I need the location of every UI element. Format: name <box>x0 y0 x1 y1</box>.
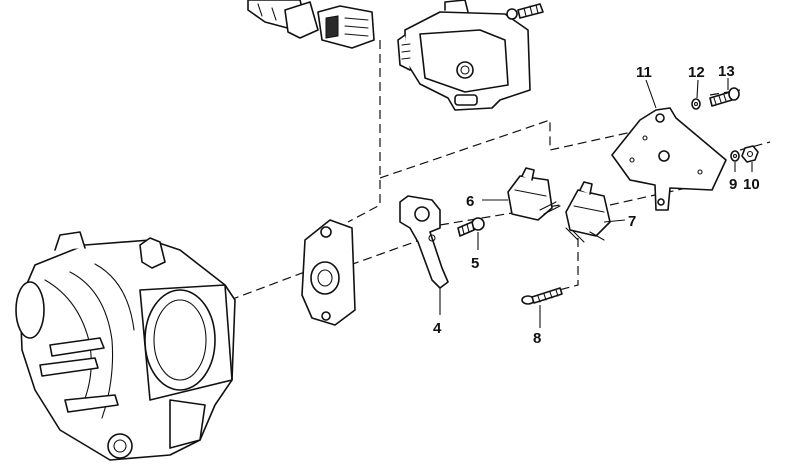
sensor-screw <box>506 3 544 20</box>
screw-part-8 <box>521 287 563 305</box>
callout-11: 11 <box>636 64 652 81</box>
nut-part-10 <box>741 145 759 163</box>
callout-7: 7 <box>628 213 636 230</box>
callout-4: 4 <box>433 320 442 337</box>
callout-6: 6 <box>466 193 474 210</box>
callout-8: 8 <box>533 330 541 347</box>
callout-13: 13 <box>718 63 735 80</box>
throttle-position-sensor <box>397 0 531 111</box>
micro-switch-part-6 <box>507 167 561 221</box>
callout-9: 9 <box>729 176 737 193</box>
leader-lines <box>439 78 753 328</box>
screw-part-13 <box>709 87 740 107</box>
micro-switch-part-7 <box>565 181 611 243</box>
connector-plug <box>247 0 375 49</box>
sensor-mounting-flange <box>301 219 356 326</box>
screw-part-5 <box>457 217 485 237</box>
callout-10: 10 <box>743 176 760 193</box>
throttle-body <box>15 231 236 461</box>
bracket-part-4 <box>399 195 449 289</box>
callout-labels: 4 5 6 7 8 9 10 11 12 13 <box>433 63 760 347</box>
washer-part-12 <box>691 98 701 110</box>
callout-5: 5 <box>471 255 479 272</box>
callout-12: 12 <box>688 64 705 81</box>
washer-part-9 <box>730 150 740 162</box>
mounting-plate-part-11 <box>611 107 727 211</box>
